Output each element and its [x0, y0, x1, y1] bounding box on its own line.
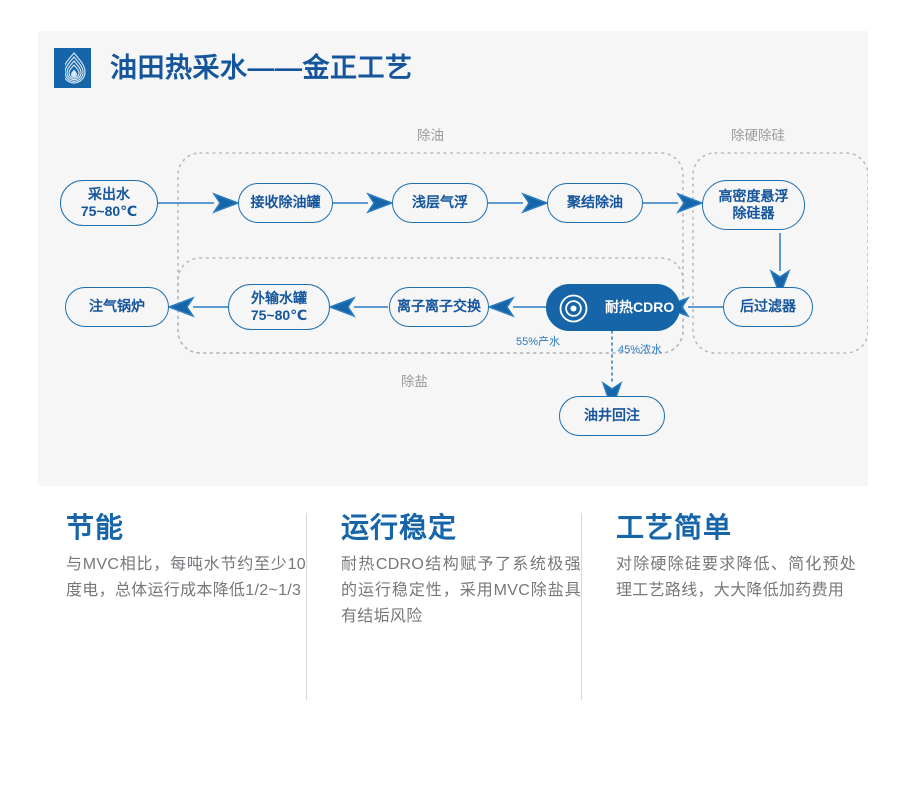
column-divider-2: [581, 513, 582, 700]
feature-simple-process: 工艺简单 对除硬除硅要求降低、简化预处理工艺路线，大大降低加药费用: [616, 512, 856, 604]
panel-header: 油田热采水——金正工艺: [54, 48, 413, 88]
node-receiving-deoiling-tank[interactable]: 接收除油罐: [238, 183, 333, 223]
node-coalescing-deoiling[interactable]: 聚结除油: [547, 183, 643, 223]
group-label-hardness-silica: 除硬除硅: [731, 128, 785, 143]
node-heat-resistant-cdro[interactable]: 耐热CDRO: [546, 284, 680, 331]
feature-body: 与MVC相比，每吨水节约至少10度电，总体运行成本降低1/2~1/3: [66, 555, 306, 599]
node-high-density-suspension-desilication[interactable]: 高密度悬浮 除硅器: [702, 180, 805, 230]
node-ion-exchange[interactable]: 离子离子交换: [389, 287, 489, 327]
feature-title: 节能: [66, 512, 125, 543]
feature-energy-saving: 节能 与MVC相比，每吨水节约至少10度电，总体运行成本降低1/2~1/3: [66, 512, 306, 604]
group-label-desalination: 除盐: [401, 374, 428, 389]
feature-title: 工艺简单: [616, 512, 733, 543]
node-post-filter[interactable]: 后过滤器: [723, 287, 813, 327]
feature-title: 运行稳定: [341, 512, 458, 543]
flow-label-permeate: 55%产水: [516, 336, 561, 348]
target-rings-icon: [559, 294, 588, 323]
water-drop-rings-logo-icon: [54, 48, 91, 88]
group-box-deoiling: [177, 152, 684, 354]
node-shallow-air-flotation[interactable]: 浅层气浮: [392, 183, 488, 223]
node-oil-well-reinjection[interactable]: 油井回注: [559, 396, 665, 436]
group-label-deoiling: 除油: [417, 128, 444, 143]
arrow-head: [212, 192, 241, 214]
node-steam-injection-boiler[interactable]: 注气锅炉: [65, 287, 169, 327]
column-divider-1: [306, 513, 307, 700]
flow-label-concentrate: 45%浓水: [618, 344, 663, 356]
process-flow-diagram: 除油 除硬除硅 除盐 采出水 75~80℃ 接收除油罐 浅层气浮 聚结除油 高密…: [38, 31, 868, 486]
node-label: 耐热CDRO: [605, 298, 675, 315]
group-box-hardness-silica: [692, 152, 868, 354]
feature-stable-operation: 运行稳定 耐热CDRO结构赋予了系统极强的运行稳定性，采用MVC除盐具有结垢风险: [341, 512, 581, 630]
feature-columns: 节能 与MVC相比，每吨水节约至少10度电，总体运行成本降低1/2~1/3 运行…: [0, 496, 900, 726]
diagram-connectors: [158, 152, 868, 412]
process-panel: 油田热采水——金正工艺: [38, 31, 868, 486]
feature-body: 耐热CDRO结构赋予了系统极强的运行稳定性，采用MVC除盐具有结垢风险: [341, 555, 581, 625]
page-title: 油田热采水——金正工艺: [110, 52, 413, 83]
node-produced-water[interactable]: 采出水 75~80℃: [60, 180, 158, 226]
node-export-water-tank[interactable]: 外输水罐 75~80℃: [228, 284, 330, 330]
feature-body: 对除硬除硅要求降低、简化预处理工艺路线，大大降低加药费用: [616, 555, 856, 599]
